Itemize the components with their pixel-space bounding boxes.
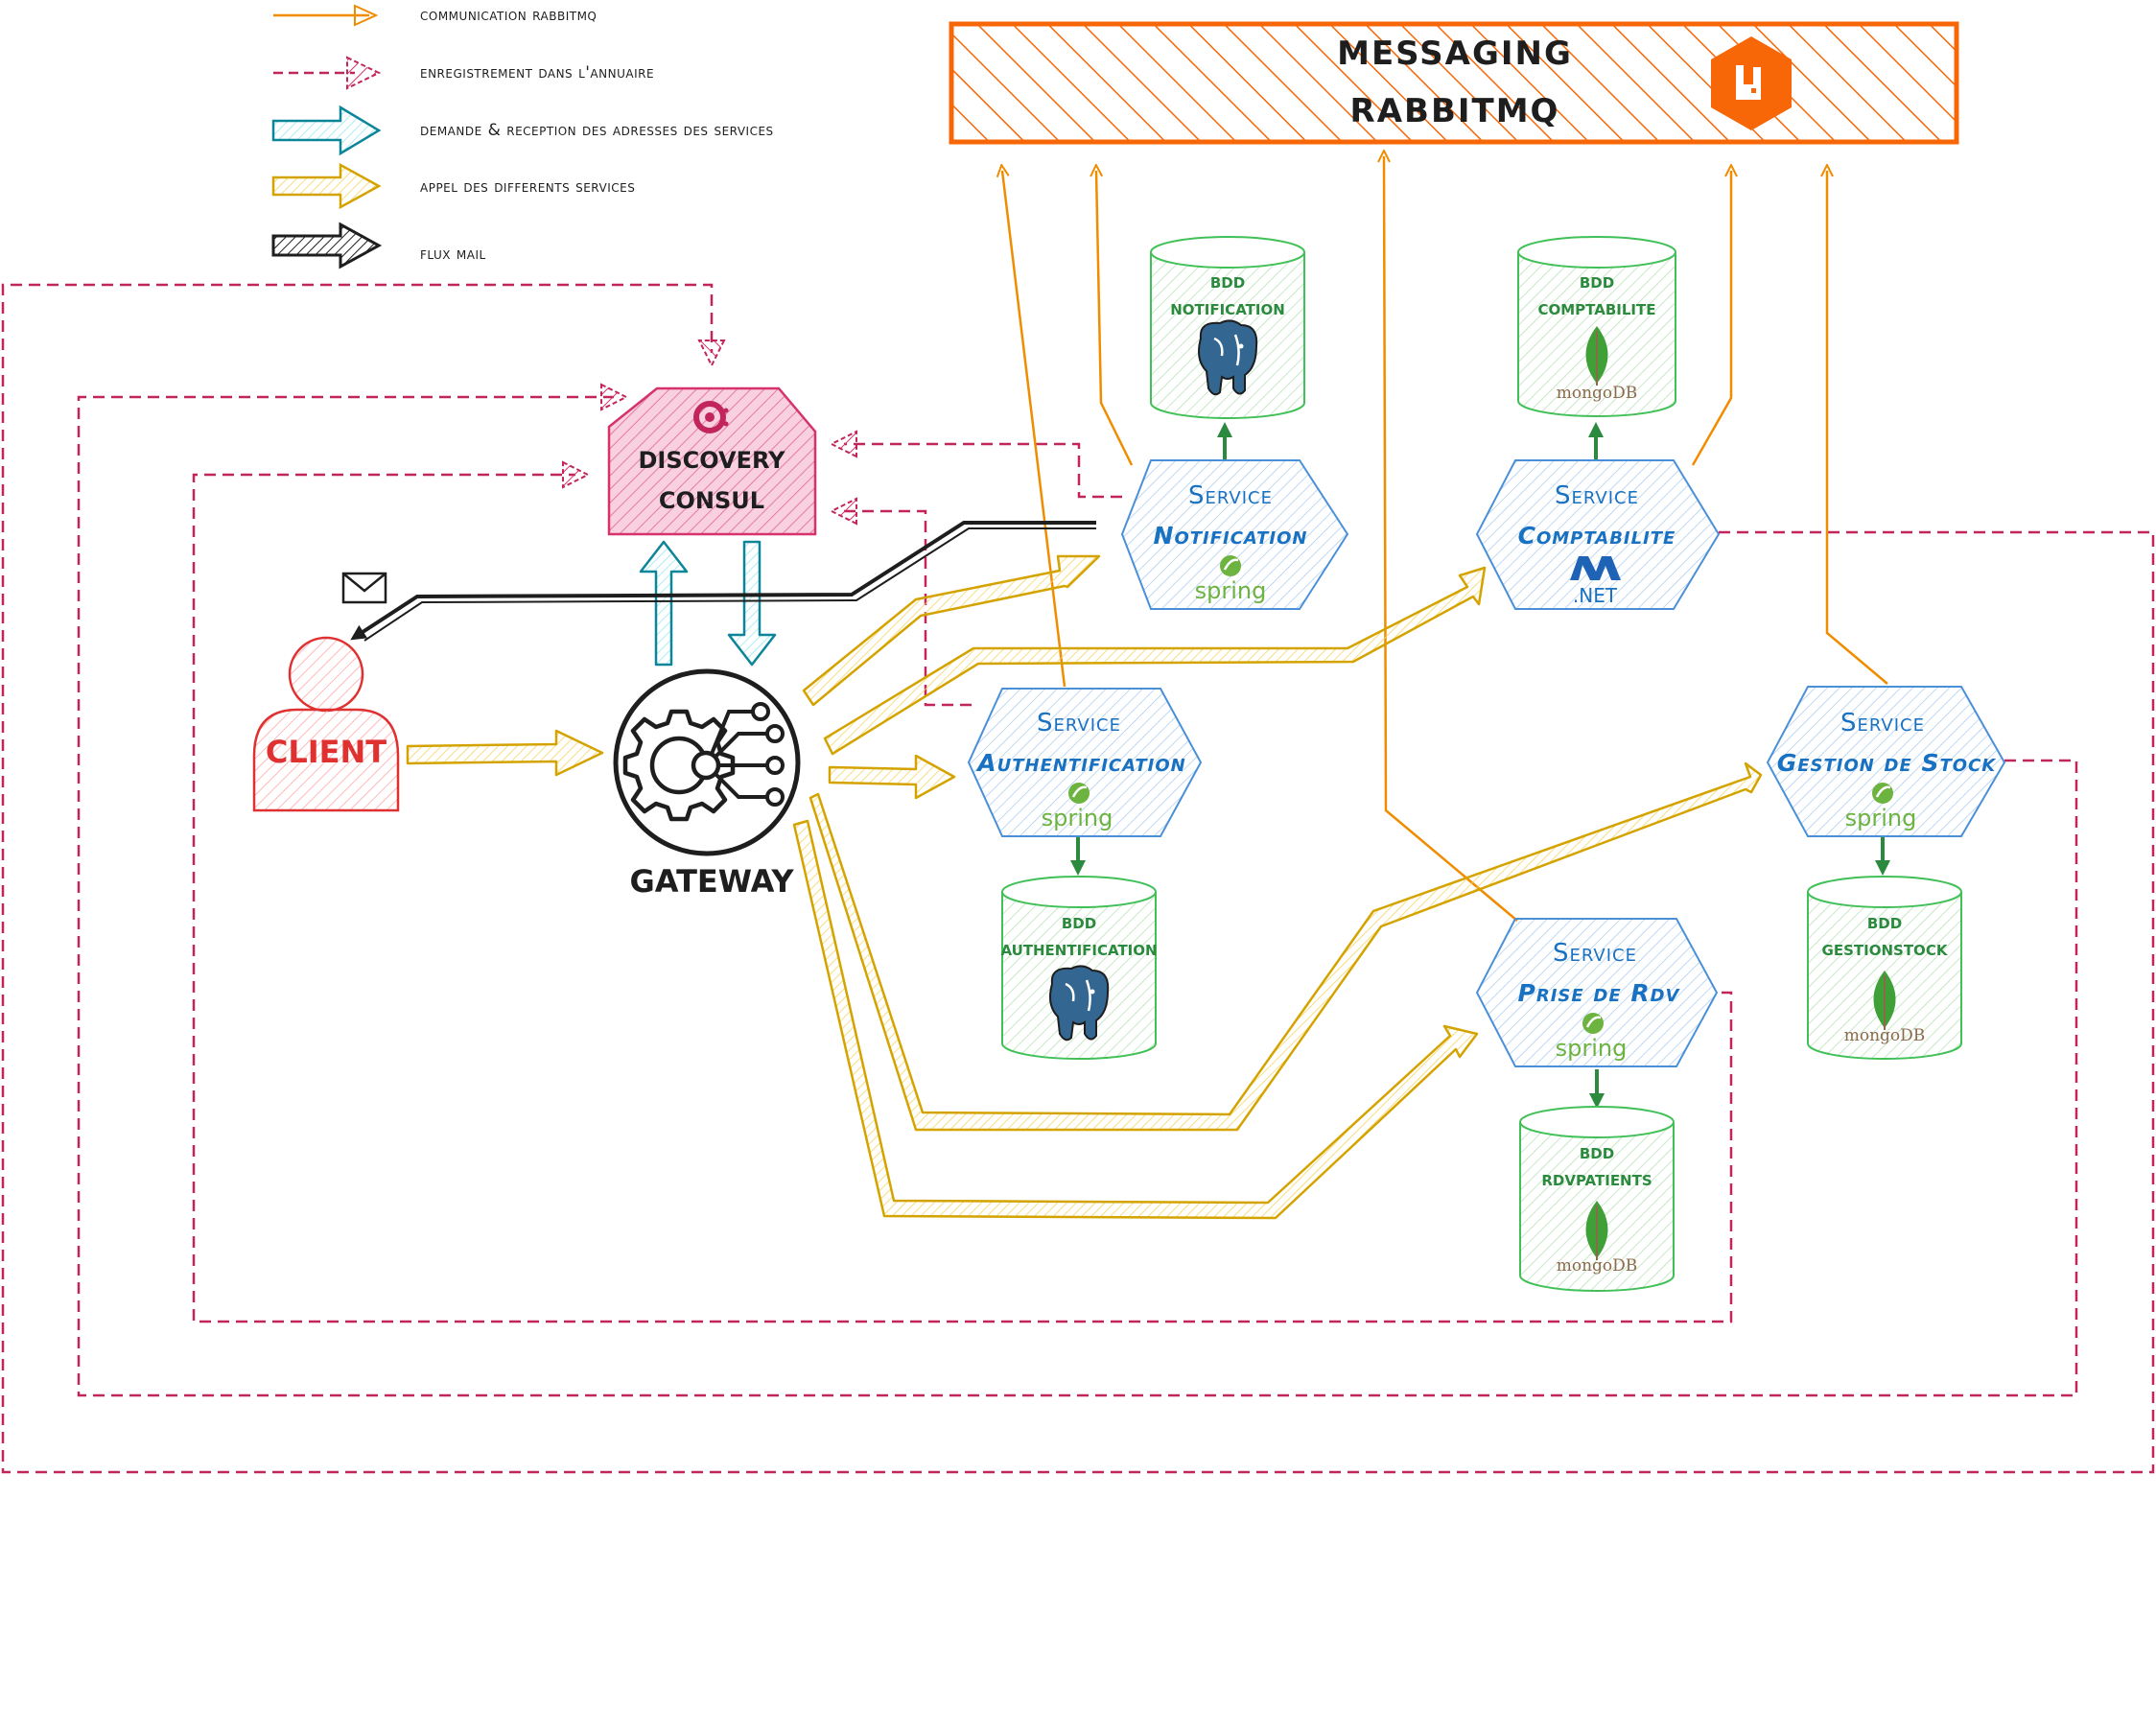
call-arrow-client-gateway	[406, 729, 604, 777]
rabbitmq-icon	[1711, 36, 1792, 130]
registration-link-authentification	[844, 511, 972, 707]
db-label-line2: RDVPATIENTS	[1541, 1172, 1652, 1189]
db-engine-label: mongoDB	[1557, 384, 1638, 403]
database-authentification: BDD AUTHENTIFICATION	[1000, 876, 1158, 1060]
registration-links	[1, 283, 2155, 1474]
registration-link-gestion-stock	[77, 397, 2078, 1397]
db-label-line1: BDD	[1867, 915, 1902, 932]
discovery-title-line1: DISCOVERY	[638, 447, 785, 474]
registration-link-notification	[844, 444, 1122, 499]
service-prise-rdv: Service Prise de Rdv spring	[1475, 918, 1719, 1067]
service-authentification: Service Authentification spring	[967, 688, 1203, 837]
legend-item-mail: flux mail	[271, 222, 486, 269]
legend-item-discovery: demande & reception des adresses des ser…	[271, 105, 774, 156]
tech-label: spring	[1556, 1035, 1628, 1062]
legend-label: communication rabbitmq	[420, 6, 597, 25]
service-name: Authentification	[975, 749, 1185, 777]
rabbitmq-link-notification	[1096, 171, 1134, 466]
gateway-gear-icon	[613, 668, 801, 856]
service-name: Notification	[1154, 522, 1308, 550]
legend-label: demande & reception des adresses des ser…	[420, 121, 774, 140]
call-arrow-gateway-authentification	[828, 754, 956, 800]
database-rdvpatients: BDD RDVPATIENTS mongoDB	[1519, 1106, 1675, 1292]
service-gestion-stock: Service Gestion de Stock spring	[1766, 686, 2006, 837]
envelope-icon	[341, 572, 387, 604]
discovery-arrows	[639, 540, 777, 667]
db-label-line1: BDD	[1580, 274, 1614, 292]
spring-icon	[1220, 555, 1241, 576]
messaging-title-line1: MESSAGING	[1337, 35, 1573, 73]
registration-link-comptabilite	[1, 283, 2155, 1474]
service-call-arrows	[406, 554, 1763, 1220]
service-name: Prise de Rdv	[1518, 979, 1681, 1007]
call-arrow-gateway-notification	[802, 554, 1101, 707]
tech-label: .NET	[1573, 584, 1618, 607]
mongodb-icon	[1873, 971, 1896, 1030]
db-links	[1070, 422, 1890, 1109]
registration-link-prise-rdv	[192, 475, 1733, 1323]
mongodb-icon	[1585, 1201, 1608, 1260]
client-node: CLIENT	[252, 636, 400, 812]
spring-icon	[1582, 1013, 1604, 1034]
tech-label: spring	[1195, 577, 1267, 604]
db-label-line1: BDD	[1210, 274, 1245, 292]
gateway-node: GATEWAY	[613, 668, 801, 900]
consul-icon	[693, 401, 729, 433]
db-label-line2: NOTIFICATION	[1170, 301, 1285, 318]
messaging-title-line2: RABBITMQ	[1350, 92, 1560, 130]
rabbitmq-link-authentification-1	[1002, 171, 1066, 688]
call-arrow-gateway-comptabilite	[823, 566, 1487, 756]
gateway-label: GATEWAY	[630, 863, 795, 900]
db-label-line1: BDD	[1580, 1145, 1614, 1162]
db-engine-label: mongoDB	[1557, 1256, 1638, 1276]
legend-item-rabbitmq: communication rabbitmq	[273, 4, 597, 27]
postgresql-icon	[1198, 319, 1258, 396]
db-label-line2: AUTHENTIFICATION	[1000, 942, 1157, 959]
service-word: Service	[1555, 481, 1639, 510]
legend-label: flux mail	[420, 245, 486, 264]
legend-item-service-call: appel des differents services	[271, 162, 635, 210]
spring-icon	[1068, 783, 1090, 804]
service-word: Service	[1553, 939, 1637, 968]
rabbitmq-link-comptabilite	[1691, 171, 1731, 466]
tech-label: spring	[1042, 805, 1113, 831]
rabbitmq-link-gestion-stock	[1827, 171, 1888, 685]
database-comptabilite: BDD COMPTABILITE mongoDB	[1517, 236, 1676, 417]
legend: communication rabbitmq enregistrement da…	[271, 4, 774, 269]
mongodb-icon	[1585, 326, 1608, 386]
discovery-title-line2: CONSUL	[659, 487, 764, 514]
postgresql-icon	[1049, 965, 1110, 1042]
service-comptabilite: Service Comptabilite .NET	[1475, 459, 1721, 610]
call-arrow-gateway-gestion-stock	[808, 761, 1763, 1132]
client-label: CLIENT	[266, 734, 387, 770]
tech-label: spring	[1845, 805, 1917, 831]
legend-label: enregistrement dans l'annuaire	[420, 63, 654, 82]
spring-icon	[1872, 783, 1893, 804]
call-arrow-gateway-prise-rdv	[792, 819, 1479, 1220]
service-word: Service	[1840, 709, 1925, 737]
service-name: Gestion de Stock	[1777, 749, 1998, 777]
db-label-line2: GESTIONSTOCK	[1822, 942, 1949, 959]
service-name: Comptabilite	[1518, 522, 1676, 550]
database-notification: BDD NOTIFICATION	[1150, 236, 1305, 419]
service-word: Service	[1188, 481, 1273, 510]
legend-label: appel des differents services	[420, 177, 635, 197]
db-label-line2: COMPTABILITE	[1538, 301, 1656, 318]
service-notification: Service Notification spring	[1120, 459, 1349, 610]
database-gestion-stock: BDD GESTIONSTOCK mongoDB	[1807, 876, 1962, 1060]
mail-flow	[341, 521, 1096, 642]
mail-flow-arrow	[350, 521, 1096, 641]
messaging-rabbitmq-box: MESSAGING RABBITMQ	[949, 21, 1959, 145]
discovery-arrow-gateway-to-consul	[639, 540, 689, 667]
db-engine-label: mongoDB	[1844, 1026, 1926, 1045]
discovery-arrow-consul-to-gateway	[727, 540, 777, 667]
dotnet-icon	[1570, 556, 1621, 580]
legend-item-registration: enregistrement dans l'annuaire	[273, 56, 654, 90]
service-word: Service	[1037, 709, 1121, 737]
db-label-line1: BDD	[1062, 915, 1096, 932]
discovery-consul-node: DISCOVERY CONSUL	[607, 386, 817, 536]
